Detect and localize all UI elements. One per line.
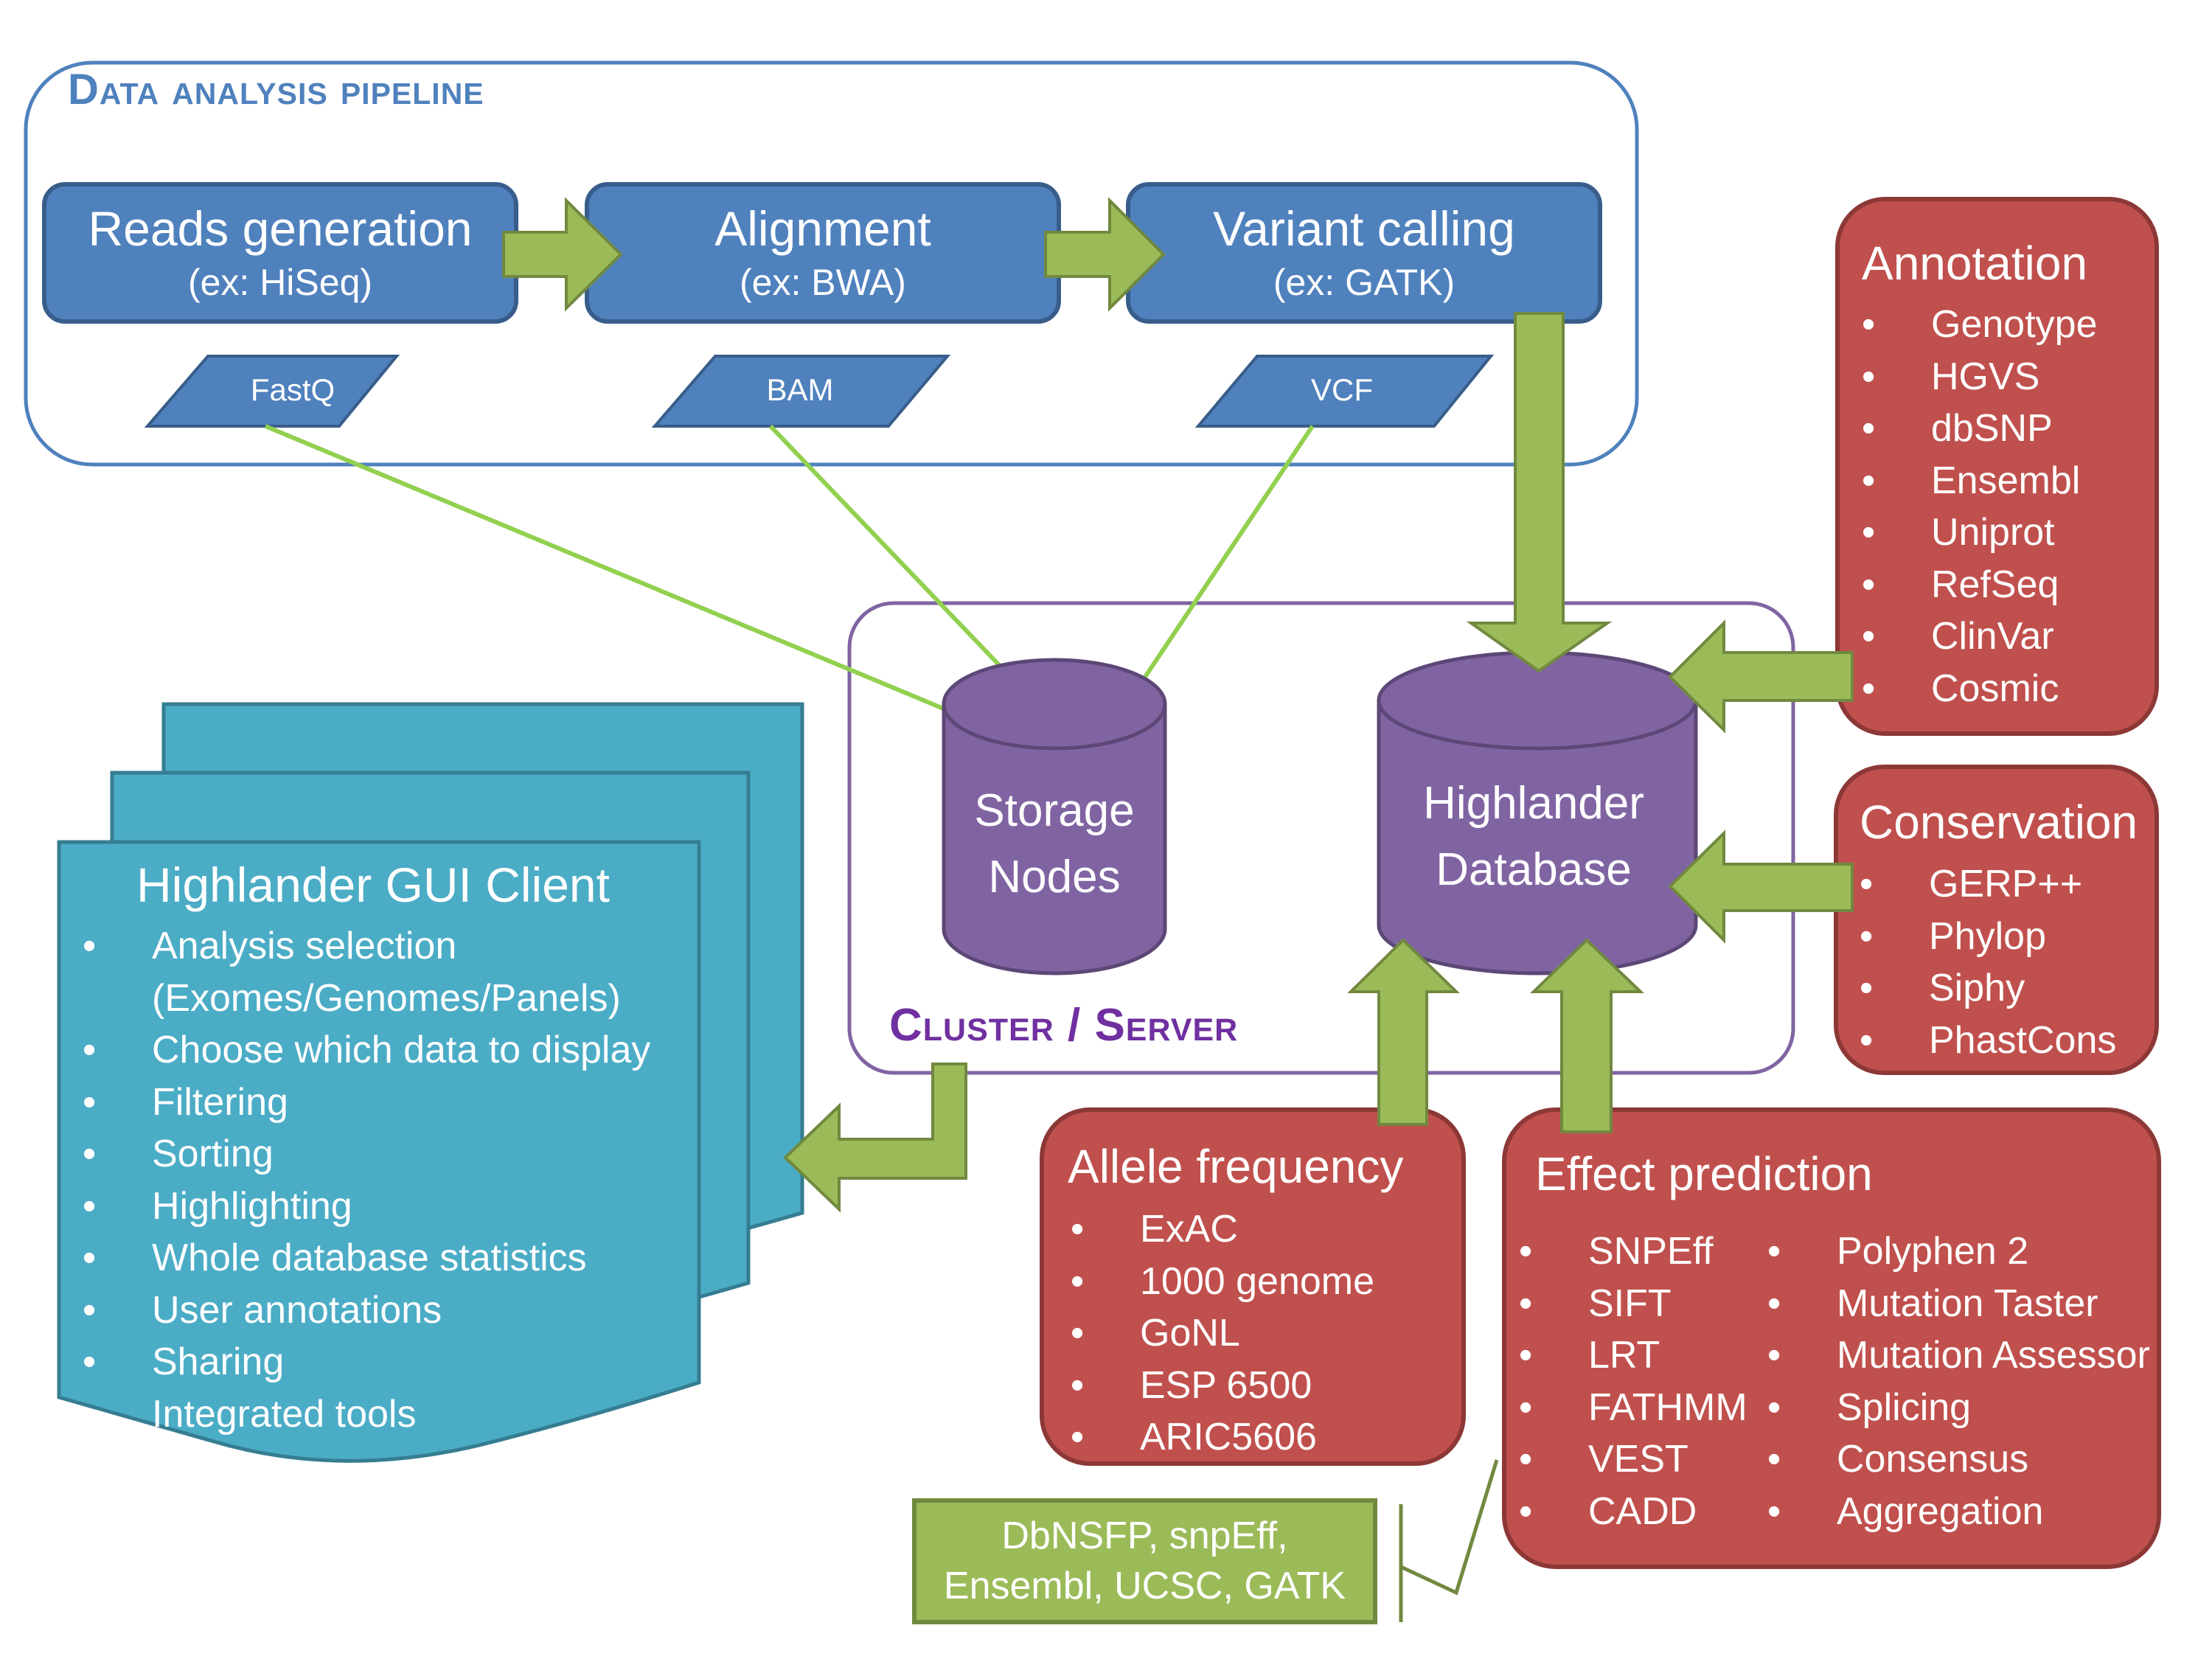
list-item: Aggregation (1767, 1486, 2150, 1538)
arrow-allele-to-database (1347, 938, 1460, 1126)
cluster-container (847, 601, 1795, 1075)
vcf-file-label: VCF (1311, 372, 1373, 407)
vcf-file-shape (1194, 355, 1495, 428)
list-item: ARIC5606 (1071, 1411, 1374, 1464)
list-item: Highlighting (83, 1180, 650, 1233)
reads-generation-name: Reads generation (88, 201, 473, 256)
conservation-title: Conservation (1860, 796, 2138, 849)
list-item: SNPEff (1519, 1225, 1747, 1278)
list-item: ESP 6500 (1071, 1360, 1374, 1412)
arrow-effect-to-database (1530, 938, 1644, 1133)
arrow-annotation-to-database (1668, 619, 1854, 734)
bam-file-label: BAM (766, 372, 834, 407)
list-item: Mutation Assessor (1767, 1329, 2150, 1382)
list-item: Splicing (1767, 1382, 2150, 1434)
variant-calling-name: Variant calling (1213, 201, 1515, 256)
list-item: Filtering (83, 1077, 650, 1129)
fastq-file-shape (144, 355, 400, 428)
variant-calling-step[interactable]: Variant calling (ex: GATK) (1128, 184, 1600, 321)
database-label-line2: Database (1436, 844, 1632, 895)
arrow-cluster-to-gui (783, 1062, 967, 1213)
effect-prediction-list-right: Polyphen 2 Mutation Taster Mutation Asse… (1767, 1225, 2150, 1537)
arrow-reads-to-alignment (502, 197, 623, 312)
alignment-step[interactable]: Alignment (ex: BWA) (587, 184, 1059, 321)
list-item: 1000 genome (1071, 1256, 1374, 1308)
storage-label-line2: Nodes (988, 851, 1121, 902)
list-item: LRT (1519, 1329, 1747, 1382)
sources-line1: DbNSFP, snpEff, (1001, 1514, 1288, 1557)
effect-prediction-title: Effect prediction (1535, 1147, 1873, 1200)
vcf-to-storage-line (1115, 425, 1315, 720)
variant-calling-example: (ex: GATK) (1273, 262, 1455, 304)
alignment-example: (ex: BWA) (740, 262, 906, 304)
list-item: dbSNP (1862, 403, 2098, 455)
list-item: Sorting (83, 1128, 650, 1180)
pipeline-title: Data analysis pipeline (68, 66, 484, 114)
list-item: CADD (1519, 1486, 1747, 1538)
storage-label-line1: Storage (974, 785, 1135, 836)
list-item: ClinVar (1862, 611, 2098, 663)
highlander-database-cylinder (1377, 650, 1698, 975)
list-item: User annotations (83, 1284, 650, 1337)
list-item: Choose which data to display (83, 1024, 650, 1077)
effect-prediction-list-left: SNPEff SIFT LRT FATHMM VEST CADD (1519, 1225, 1747, 1537)
conservation-list: GERP++ Phylop Siphy PhastCons (1860, 858, 2116, 1066)
arrow-alignment-to-variant (1044, 197, 1166, 312)
gui-client-feature-list: Analysis selection (Exomes/Genomes/Panel… (83, 920, 650, 1440)
list-item: Integrated tools (83, 1388, 650, 1441)
list-item: Phylop (1860, 911, 2116, 963)
sources-bracket (1399, 1459, 1499, 1622)
list-item: RefSeq (1862, 559, 2098, 611)
alignment-name: Alignment (714, 201, 931, 256)
storage-nodes-cylinder (942, 658, 1167, 975)
list-item: SIFT (1519, 1278, 1747, 1330)
cluster-title: Cluster / Server (889, 1000, 1239, 1051)
bam-file-shape (651, 355, 951, 428)
database-label-line1: Highlander (1423, 778, 1644, 829)
reads-generation-example: (ex: HiSeq) (187, 262, 373, 304)
list-item: Whole database statistics (83, 1232, 650, 1284)
list-item: Uniprot (1862, 507, 2098, 559)
fastq-file-label: FastQ (250, 372, 335, 407)
list-item: Mutation Taster (1767, 1278, 2150, 1330)
list-item: Ensembl (1862, 455, 2098, 507)
list-item: Cosmic (1862, 663, 2098, 715)
sources-box (912, 1498, 1377, 1624)
annotation-title: Annotation (1862, 237, 2088, 290)
list-item: Sharing (83, 1336, 650, 1388)
list-item: Siphy (1860, 962, 2116, 1015)
highlander-database-label: Highlander Database (1379, 771, 1688, 903)
fastq-to-storage-line (264, 424, 978, 725)
list-item: VEST (1519, 1433, 1747, 1486)
allele-frequency-title: Allele frequency (1068, 1140, 1404, 1193)
list-item-continuation: (Exomes/Genomes/Panels) (152, 976, 621, 1020)
arrow-conservation-to-database (1668, 830, 1854, 944)
allele-frequency-list: ExAC 1000 genome GoNL ESP 6500 ARIC5606 (1071, 1203, 1374, 1464)
list-item: HGVS (1862, 351, 2098, 403)
arrow-variant-to-database (1466, 312, 1613, 673)
list-item: Polyphen 2 (1767, 1225, 2150, 1278)
gui-client-title: Highlander GUI Client (136, 858, 610, 912)
list-item: ExAC (1071, 1203, 1374, 1256)
annotation-list: Genotype HGVS dbSNP Ensembl Uniprot RefS… (1862, 299, 2098, 714)
sources-label: DbNSFP, snpEff, Ensembl, UCSC, GATK (914, 1500, 1375, 1622)
list-item: Analysis selection (83, 920, 650, 973)
pipeline-container (24, 60, 1639, 467)
reads-generation-step[interactable]: Reads generation (ex: HiSeq) (44, 184, 516, 321)
list-item: GERP++ (1860, 858, 2116, 911)
storage-nodes-label: Storage Nodes (947, 778, 1161, 911)
list-item: PhastCons (1860, 1015, 2116, 1067)
list-item: GoNL (1071, 1307, 1374, 1360)
list-item: FATHMM (1519, 1382, 1747, 1434)
sources-line2: Ensembl, UCSC, GATK (943, 1564, 1346, 1607)
list-item: Consensus (1767, 1433, 2150, 1486)
list-item: Genotype (1862, 299, 2098, 351)
